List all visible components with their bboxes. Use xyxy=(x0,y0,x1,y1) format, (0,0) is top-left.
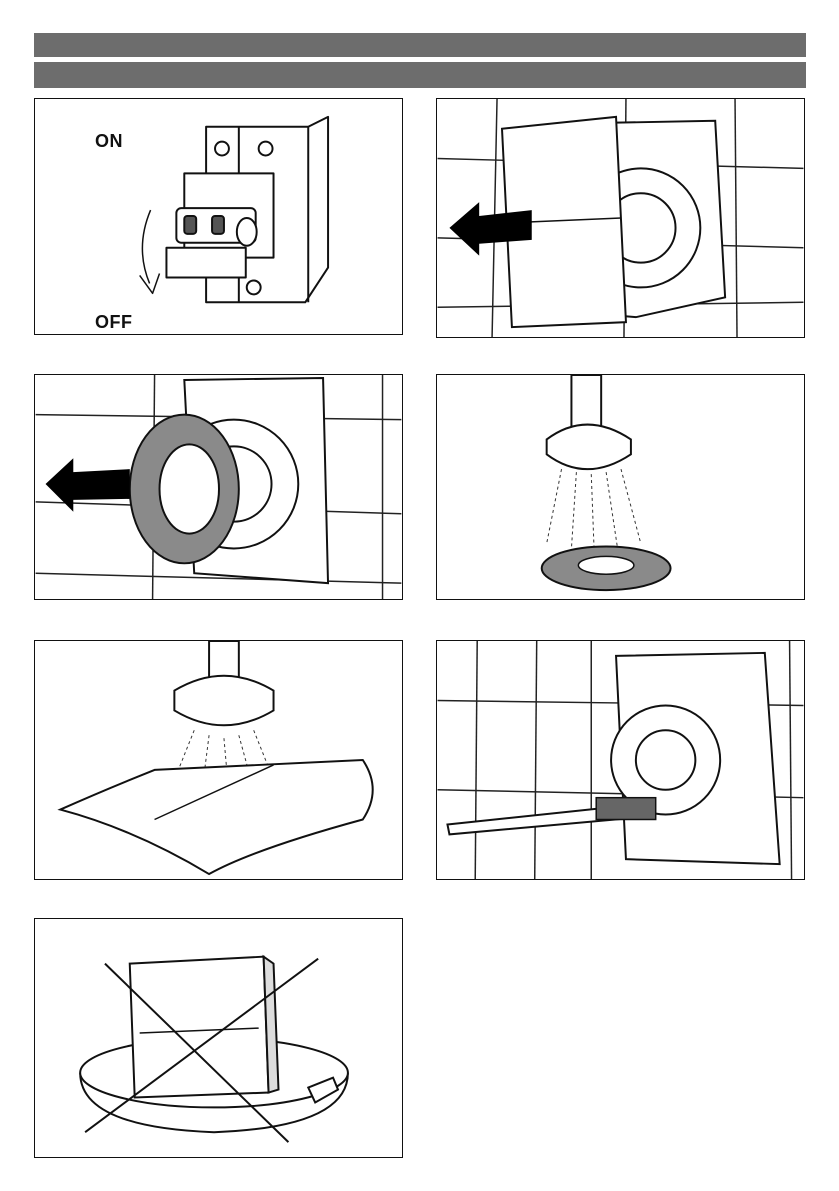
step-rinse-filter-panel xyxy=(436,374,805,600)
fan-cover-removal-illustration xyxy=(437,99,804,337)
rinse-cover-illustration xyxy=(35,641,402,879)
header-bar-bottom xyxy=(34,62,806,88)
step-remove-filter-panel xyxy=(34,374,403,600)
step-clean-fan-body-panel xyxy=(436,640,805,880)
rinse-filter-illustration xyxy=(437,375,804,599)
step-switch-off-panel: ON OFF xyxy=(34,98,403,335)
filter-removal-illustration xyxy=(35,375,402,599)
clean-fan-body-illustration xyxy=(437,641,804,879)
step-rinse-front-cover-panel xyxy=(34,640,403,880)
circuit-breaker-icon xyxy=(35,99,402,334)
do-not-immerse-illustration xyxy=(35,919,402,1157)
step-do-not-immerse-panel xyxy=(34,918,403,1158)
step-remove-front-cover-panel xyxy=(436,98,805,338)
header-bar-top xyxy=(34,33,806,57)
